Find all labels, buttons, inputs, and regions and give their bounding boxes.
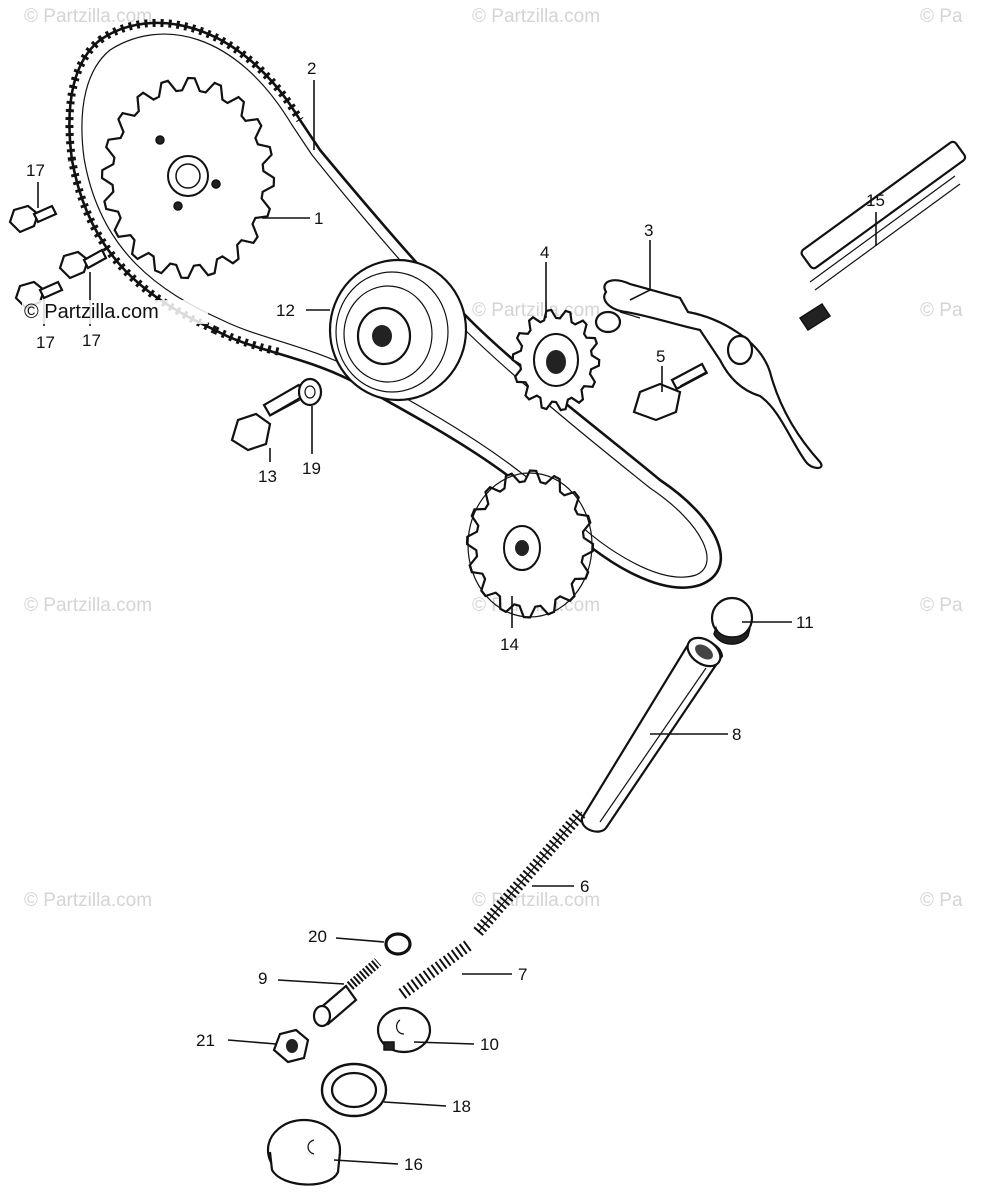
lock-nut — [272, 1028, 310, 1064]
cam-sprocket — [100, 76, 276, 280]
copyright-backdrop — [22, 300, 208, 324]
tensioner-tube — [580, 636, 724, 833]
leader-lines — [37, 80, 877, 1165]
callout-9: 9 — [258, 969, 267, 988]
callout-21: 21 — [196, 1031, 215, 1050]
gasket — [320, 1062, 388, 1118]
tensioner-plate — [594, 279, 823, 470]
copyright-overlay: © Partzilla.com — [24, 301, 159, 323]
callout-labels: 1 2 3 4 5 6 7 8 9 10 11 12 13 14 15 16 1… — [26, 59, 885, 1174]
lower-sprocket — [465, 469, 595, 619]
watermark: © Partzilla.com — [24, 595, 152, 616]
callout-7: 7 — [518, 965, 527, 984]
callout-17: 17 — [36, 333, 55, 352]
callout-2: 2 — [307, 59, 316, 78]
callout-18: 18 — [452, 1097, 471, 1116]
callout-10: 10 — [480, 1035, 499, 1054]
watermark: © Pa — [920, 595, 963, 616]
chain-roller — [328, 258, 468, 402]
watermark: © Partzilla.com — [24, 6, 152, 27]
short-spring — [398, 939, 474, 999]
watermark: © Partzilla.com — [24, 890, 152, 911]
callout-15: 15 — [866, 191, 885, 210]
callout-14: 14 — [500, 635, 519, 654]
guide-sprocket — [511, 308, 601, 412]
callout-16: 16 — [404, 1155, 423, 1174]
sprocket-bolt — [8, 204, 58, 234]
callout-19: 19 — [302, 459, 321, 478]
callout-20: 20 — [308, 927, 327, 946]
watermark: © Pa — [920, 300, 963, 321]
o-ring — [384, 932, 412, 956]
callout-4: 4 — [540, 243, 549, 262]
tensioner-bolt — [632, 362, 709, 422]
cap-nut — [266, 1118, 342, 1186]
watermark: © Pa — [920, 6, 963, 27]
callout-12: 12 — [276, 301, 295, 320]
callout-1: 1 — [314, 209, 323, 228]
tensioner-shaft — [798, 140, 967, 332]
callout-3: 3 — [644, 221, 653, 240]
callout-6: 6 — [580, 877, 589, 896]
washer-hole — [304, 385, 316, 399]
adjuster-bolt — [312, 958, 382, 1028]
sprocket-bolt — [58, 248, 108, 280]
tensioner-cap — [710, 596, 754, 645]
callout-17: 17 — [82, 331, 101, 350]
callout-17: 17 — [26, 161, 45, 180]
watermark: © Partzilla.com — [472, 6, 600, 27]
callout-11: 11 — [796, 613, 814, 632]
tensioner-spring — [473, 808, 587, 936]
callout-8: 8 — [732, 725, 741, 744]
roller-bolt — [230, 383, 307, 452]
plug — [376, 1006, 432, 1054]
watermark: © Partzilla.com — [472, 300, 600, 321]
callout-13: 13 — [258, 467, 277, 486]
callout-5: 5 — [656, 347, 665, 366]
watermark: © Pa — [920, 890, 963, 911]
